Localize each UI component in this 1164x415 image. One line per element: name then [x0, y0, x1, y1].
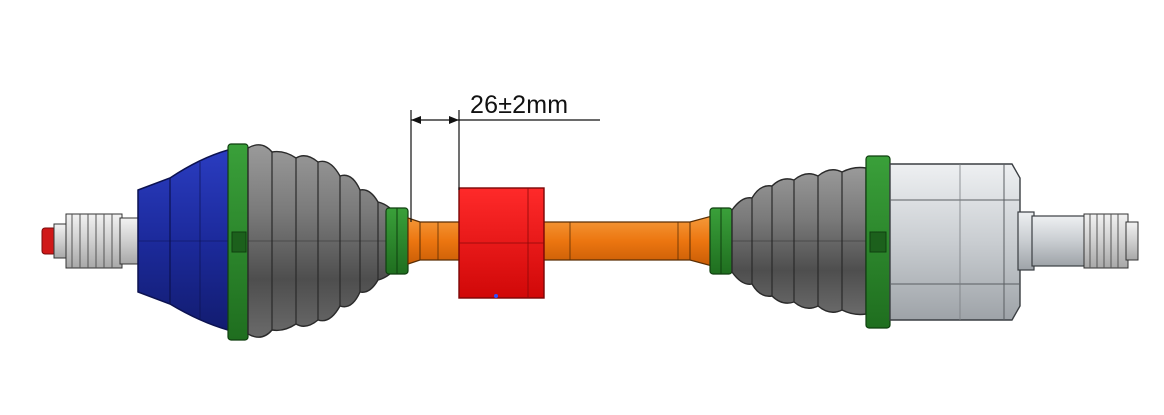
intermediate-shaft	[407, 215, 713, 267]
outer-boot	[247, 144, 393, 338]
inner-boot-clamp-small	[709, 207, 733, 275]
outer-stub-shaft	[41, 213, 139, 269]
dimension-arrow-right	[449, 116, 459, 124]
dimension-label: 26±2mm	[470, 91, 569, 119]
damper-weight	[458, 187, 545, 299]
inner-boot	[731, 166, 867, 316]
dimension-annotation	[410, 110, 600, 222]
dimension-arrow-left	[411, 116, 421, 124]
outer-boot-clamp-large	[227, 143, 249, 341]
outer-boot-clamp-small	[385, 207, 409, 275]
outer-cv-joint-housing	[137, 149, 237, 331]
inner-stub-shaft	[1031, 213, 1139, 269]
inner-cv-joint-housing	[889, 163, 1035, 321]
inner-boot-clamp-large	[865, 155, 891, 329]
